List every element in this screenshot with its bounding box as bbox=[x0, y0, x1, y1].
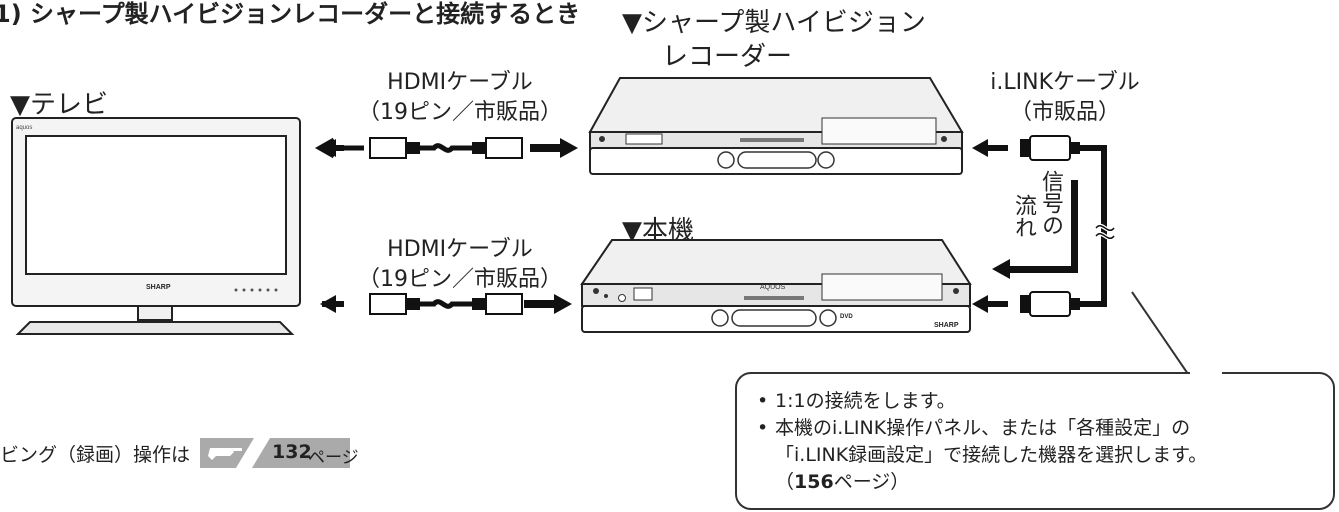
hdmi-bottom-label-line1: HDMIケーブル bbox=[387, 237, 533, 262]
signal-flow-label-col1: 流れ bbox=[1011, 194, 1036, 238]
callout-pointer bbox=[1131, 291, 1222, 375]
section-heading: 1) シャープ製ハイビジョンレコーダーと接続するとき bbox=[0, 0, 581, 28]
callout-join bbox=[1190, 370, 1222, 376]
hdmi-cable-top bbox=[314, 137, 578, 159]
page-reference-link[interactable]: 132 ページ bbox=[200, 438, 359, 468]
hdmi-top-label-line2: （19ピン／市販品） bbox=[358, 100, 562, 125]
tv-logo: SHARP bbox=[146, 284, 171, 291]
tv-label: ▼テレビ bbox=[10, 90, 108, 120]
ilink-label-line2: （市販品） bbox=[1009, 100, 1120, 125]
hdmi-bottom-label-line2: （19ピン／市販品） bbox=[358, 267, 562, 292]
signal-flow-arrow bbox=[992, 180, 1078, 279]
this-unit-illustration bbox=[580, 239, 972, 333]
recorder-label-line2: レコーダー bbox=[662, 42, 793, 72]
note-item-2-cont: 「i.LINK録画設定」で接続した機器を選択します。 bbox=[775, 444, 1208, 466]
tv-illustration bbox=[11, 117, 301, 335]
page-reference-number: 132 bbox=[272, 441, 312, 463]
note-item-1: 1:1の接続をします。 bbox=[757, 388, 1333, 415]
ilink-cable bbox=[972, 135, 1116, 317]
tv-brand: aquos bbox=[16, 125, 32, 131]
unit-logo: SHARP bbox=[934, 322, 959, 329]
hdmi-top-label-line1: HDMIケーブル bbox=[387, 70, 533, 95]
signal-flow-label-col2: 信号の bbox=[1038, 170, 1063, 236]
recorder-label-line1: ▼シャープ製ハイビジョン bbox=[622, 8, 926, 38]
page-reference-badge: 132 ページ bbox=[200, 438, 359, 468]
page-reference-suffix: ページ bbox=[308, 448, 359, 468]
note-box: 1:1の接続をします。 本機のi.LINK操作パネル、または「各種設定」の 「i… bbox=[735, 372, 1335, 510]
recorder-illustration bbox=[588, 77, 964, 175]
dubbing-reference: ビング（録画）操作は 132 ページ bbox=[0, 438, 359, 468]
unit-disc-logo: DVD bbox=[840, 314, 853, 320]
pointing-hand-icon bbox=[208, 438, 271, 468]
unit-brand: AQUOS bbox=[760, 284, 786, 291]
note-item-2: 本機のi.LINK操作パネル、または「各種設定」の bbox=[757, 415, 1333, 442]
ilink-label-line1: i.LINKケーブル bbox=[990, 70, 1140, 95]
dubbing-text: ビング（録画）操作は bbox=[0, 443, 191, 466]
note-item-2-ref: （156ページ） bbox=[775, 471, 910, 493]
hdmi-cable-bottom bbox=[320, 293, 572, 315]
